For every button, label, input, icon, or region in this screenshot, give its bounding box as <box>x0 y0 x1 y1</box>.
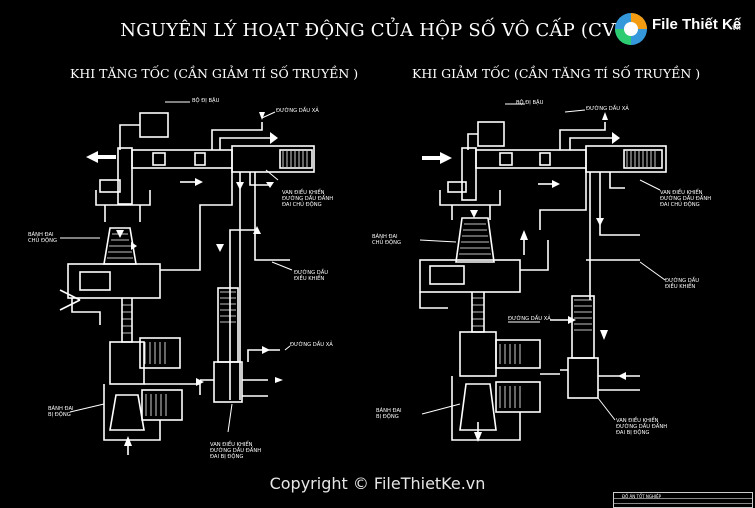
right-step-motor <box>477 121 505 147</box>
left-label-l2: ĐƯỜNG DẦU XẢ <box>276 108 319 114</box>
right-driven-valve <box>571 295 595 359</box>
left-label-l8: VAN ĐIỀU KHIỂN ĐƯỜNG DẦU ĐẨNH ĐAI BỊ ĐỘN… <box>210 442 262 460</box>
logo-icon <box>615 13 647 45</box>
left-valve-block <box>231 145 315 173</box>
right-label-r6: ĐƯỜNG DẦU XẢ <box>508 316 551 322</box>
right-lever <box>461 147 477 201</box>
left-schematic <box>59 101 315 455</box>
left-label-l6: ĐƯỜNG DẦU XẢ <box>290 342 333 348</box>
diagram-title: NGUYÊN LÝ HOẠT ĐỘNG CỦA HỘP SỐ VÔ CẤP (C… <box>120 20 635 41</box>
right-arrow-down <box>474 432 482 442</box>
left-lever <box>117 147 133 205</box>
right-label-r5: ĐƯỜNG DẦU ĐIỀU KHIỂN <box>665 278 700 290</box>
left-drive-housing <box>67 263 161 299</box>
right-valve-spring <box>623 149 663 169</box>
right-driven-pulley <box>459 331 497 377</box>
left-label-l1: BỘ ĐỊ BẬU <box>192 98 220 104</box>
right-valve-block <box>585 145 667 173</box>
right-label-r3: VAN ĐIỀU KHIỂN ĐƯỜNG DẦU ĐẨNH ĐAI CHỦ ĐỘ… <box>660 190 712 208</box>
right-control-valve <box>475 149 587 169</box>
left-label-l5: ĐƯỜNG DẦU ĐIỀU KHIỂN <box>294 270 329 282</box>
right-arrow-in <box>422 152 452 164</box>
title-block-text: ĐỒ ÁN TỐT NGHIỆP <box>622 494 662 499</box>
logo-brand: File Thiết Kế <box>652 16 742 33</box>
right-drive-pulley <box>455 217 495 263</box>
left-label-l4: BÁNH ĐAI CHỦ ĐỘNG <box>28 232 57 244</box>
right-label-r2: ĐƯỜNG DẦU XẢ <box>586 106 629 112</box>
left-panel-heading: KHI TĂNG TỐC (CẦN GIẢM TÍ SỐ TRUYỀN ) <box>70 66 359 81</box>
left-valve-spring <box>279 149 313 169</box>
right-label-r7: BÁNH ĐAI BỊ ĐỘNG <box>376 408 402 420</box>
right-schematic <box>419 103 667 442</box>
right-drive-housing <box>419 259 521 293</box>
watermark-logo: File Thiết Kế .vn <box>612 10 747 48</box>
copyright-watermark: Copyright © FileThietKe.vn <box>269 474 486 493</box>
left-driven-valve <box>217 287 239 363</box>
left-label-l3: VAN ĐIỀU KHIỂN ĐƯỜNG DẦU ĐẨNH ĐAI CHỦ ĐỘ… <box>282 190 334 208</box>
left-step-motor <box>139 112 169 138</box>
left-arrow-up <box>124 436 132 446</box>
right-label-r4: BÁNH ĐAI CHỦ ĐỘNG <box>372 234 401 246</box>
logo-domain: .vn <box>730 23 741 32</box>
left-arrow-out <box>86 151 116 163</box>
left-driven-pulley <box>109 341 145 385</box>
right-label-r8: VAN ĐIỀU KHIỂN ĐƯỜNG DẦU ĐẨNH ĐAI BỊ ĐỘN… <box>616 418 668 436</box>
left-label-l7: BÁNH ĐAI BỊ ĐỘNG <box>48 406 74 418</box>
left-control-valve <box>131 149 233 169</box>
right-label-r1: BỘ ĐỊ BẬU <box>516 100 544 106</box>
right-panel-heading: KHI GIẢM TỐC (CẦN TĂNG TÍ SỐ TRUYỀN ) <box>412 66 701 81</box>
title-block: ĐỒ ÁN TỐT NGHIỆP <box>613 492 753 508</box>
